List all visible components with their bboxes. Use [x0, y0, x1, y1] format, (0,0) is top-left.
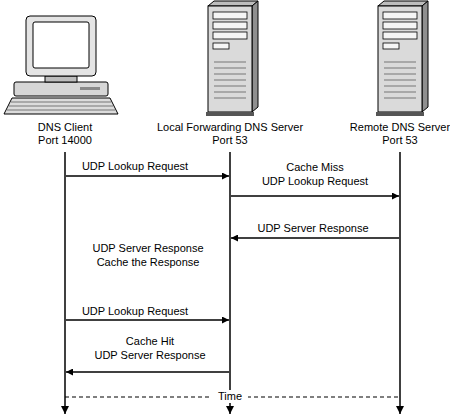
node-name: DNS Client: [5, 121, 125, 134]
tower-front: [378, 6, 422, 112]
client-node: DNS ClientPort 14000: [5, 0, 125, 150]
monitor-body: [26, 16, 96, 76]
message-arrow: [66, 175, 229, 176]
vent-lines: [214, 62, 246, 98]
server-icon: [206, 1, 258, 116]
keyboard-keys: [7, 102, 115, 110]
message-label: UDP Server Response: [257, 222, 368, 235]
drive-bay: [213, 22, 247, 29]
lifeline: [229, 152, 231, 414]
tower-top: [208, 1, 258, 6]
port-label: Port 53: [340, 134, 450, 147]
drive-bay: [383, 22, 417, 29]
port-label: Port 53: [150, 134, 310, 147]
time-label: Time: [212, 390, 248, 403]
node-name: Local Forwarding DNS Server: [150, 121, 310, 134]
drive-bay: [213, 32, 247, 39]
annotation-text: UDP Server Response: [92, 242, 203, 255]
drive-bay: [383, 32, 417, 39]
tower-side: [422, 1, 428, 112]
desktop-unit: [14, 82, 108, 96]
drive-bay: [213, 12, 247, 19]
drive-bay: [383, 12, 417, 19]
message-label: UDP Lookup Request: [82, 160, 188, 173]
annotation-text: Cache the Response: [97, 256, 200, 269]
lifeline: [399, 152, 401, 414]
message-label: UDP Lookup Request: [262, 175, 368, 188]
computer-icon: [4, 16, 118, 114]
server-node: Local Forwarding DNS ServerPort 53: [150, 0, 310, 150]
tower-side: [252, 1, 258, 112]
node-name: Remote DNS Server: [340, 121, 450, 134]
keyboard: [4, 98, 118, 114]
floppy-slot: [383, 43, 399, 49]
tower-foot: [206, 112, 254, 116]
message-arrow: [66, 371, 229, 372]
monitor-stand: [45, 76, 77, 82]
tower-top: [378, 1, 428, 6]
floppy-slot: [213, 43, 229, 49]
message-arrow: [231, 195, 399, 196]
vent-lines: [384, 62, 416, 98]
message-label: UDP Server Response: [94, 349, 205, 362]
message-arrow: [231, 237, 399, 238]
annotation-text: Cache Hit: [126, 335, 174, 348]
monitor-screen: [33, 22, 89, 68]
message-label: UDP Lookup Request: [82, 305, 188, 318]
server-icon: [376, 1, 428, 116]
tower-front: [208, 6, 252, 112]
lifeline: [64, 152, 66, 414]
server-node: Remote DNS ServerPort 53: [340, 0, 450, 150]
annotation-text: Cache Miss: [286, 161, 343, 174]
drive-slot: [80, 87, 100, 90]
tower-foot: [376, 112, 424, 116]
port-label: Port 14000: [5, 134, 125, 147]
message-arrow: [66, 319, 229, 320]
